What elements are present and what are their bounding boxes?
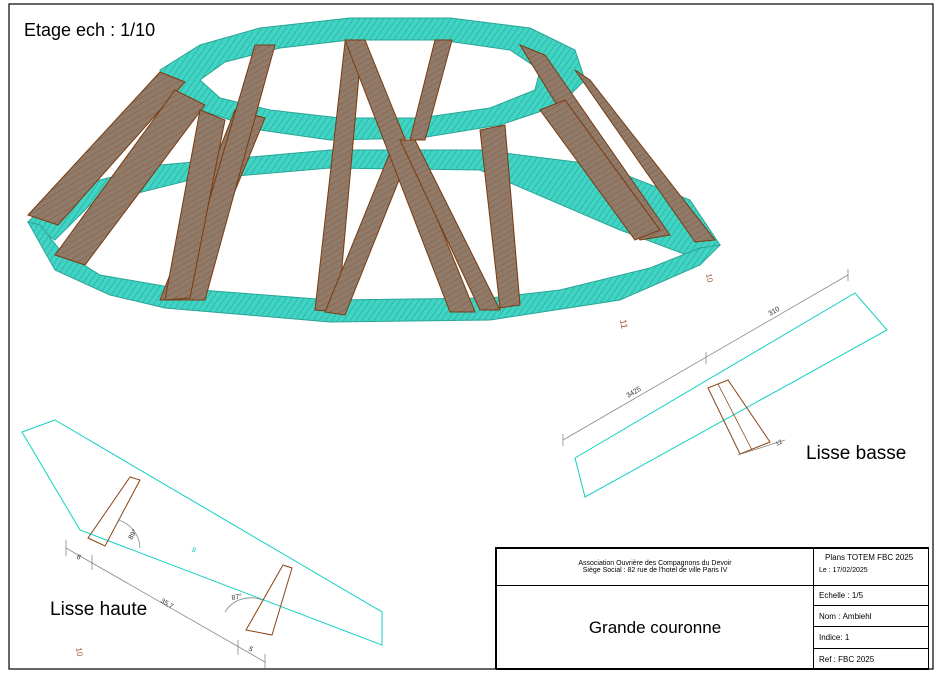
ref-value: FBC 2025 (838, 654, 875, 664)
crown-3d-view: 10 11 (26, 17, 722, 330)
lh-wood-cut-2 (245, 564, 293, 636)
lb-wood-cut (707, 379, 771, 455)
piece-number-11: 11 (618, 319, 629, 330)
lisse-basse-label: Lisse basse (806, 443, 907, 464)
lh-dim-right: 5 (247, 646, 254, 654)
lb-dim-part: 3425 (626, 386, 643, 400)
lisse-basse-outline (574, 292, 888, 498)
index-label: Indice: (819, 633, 843, 642)
name-cell: Nom : Ambiehl (813, 605, 929, 627)
strut-14 (164, 109, 226, 301)
lh-dimension-line (65, 547, 266, 663)
lh-angle-top: 89° (127, 528, 139, 541)
sheet-frame (8, 3, 934, 670)
strut-2 (54, 89, 206, 266)
lh-wood-cut-1 (87, 476, 141, 547)
piece-number-10-top: 10 (704, 273, 715, 284)
scale-value: Echelle : 1/5 (819, 591, 864, 600)
strut-7 (344, 39, 476, 313)
lisse-haute-view: 89° 87° 6 35,7 5 9 10 (21, 419, 383, 668)
ref-cell: Ref : FBC 2025 (813, 648, 929, 670)
scale-cell: Echelle : 1/5 (813, 585, 929, 606)
ref-label: Ref : (819, 654, 836, 664)
strut-9 (409, 39, 453, 141)
name-value: Ambiehl (842, 611, 872, 621)
lh-cyan-number: 9 (190, 547, 197, 555)
lb-dimension-line (562, 274, 849, 441)
lh-angle-bottom: 87° (231, 592, 243, 602)
lb-dim-total: 310 (768, 306, 782, 318)
strut-13 (574, 69, 716, 243)
lb-dim-small: 12 (775, 439, 784, 448)
strut-10 (479, 124, 521, 309)
lh-angle-arc-top (117, 519, 141, 549)
date-row: Le : 17/02/2025 (819, 567, 868, 574)
drawing-name-cell: Grande couronne (496, 585, 814, 670)
lh-dim-left: 6 (75, 554, 82, 562)
association-name: Association Ouvrière des Compagnons du D… (578, 560, 732, 567)
timber-struts (27, 39, 716, 316)
drawing-name: Grande couronne (588, 617, 722, 637)
strut-1 (27, 71, 186, 226)
lh-angle-arc-bottom (224, 597, 263, 613)
strut-4 (179, 44, 276, 301)
lb-wood-cut-mid (717, 383, 753, 451)
title-block: Association Ouvrière des Compagnons du D… (495, 547, 929, 670)
lisse-haute-outline (21, 419, 383, 646)
strut-12 (539, 99, 661, 241)
index-cell: Indice: 1 (813, 626, 929, 649)
lb-small-dim-line (737, 439, 786, 456)
drawing-title: Etage ech : 1/10 (24, 20, 156, 40)
project-cell: Plans TOTEM FBC 2025 Le : 17/02/2025 (813, 548, 929, 586)
index-value: 1 (844, 633, 850, 642)
date-label: Le : (819, 567, 831, 574)
date-value: 17/02/2025 (832, 567, 868, 574)
lisse-basse-view: 310 3425 12 (562, 269, 888, 498)
name-label: Nom : (819, 611, 841, 621)
piece-number-10-bottom: 10 (74, 647, 85, 658)
association-cell: Association Ouvrière des Compagnons du D… (496, 548, 814, 586)
lisse-haute-label: Lisse haute (50, 599, 148, 620)
project-name: Plans TOTEM FBC 2025 (825, 553, 914, 562)
association-address: Siège Social : 82 rue de l'hotel de vill… (582, 567, 728, 574)
